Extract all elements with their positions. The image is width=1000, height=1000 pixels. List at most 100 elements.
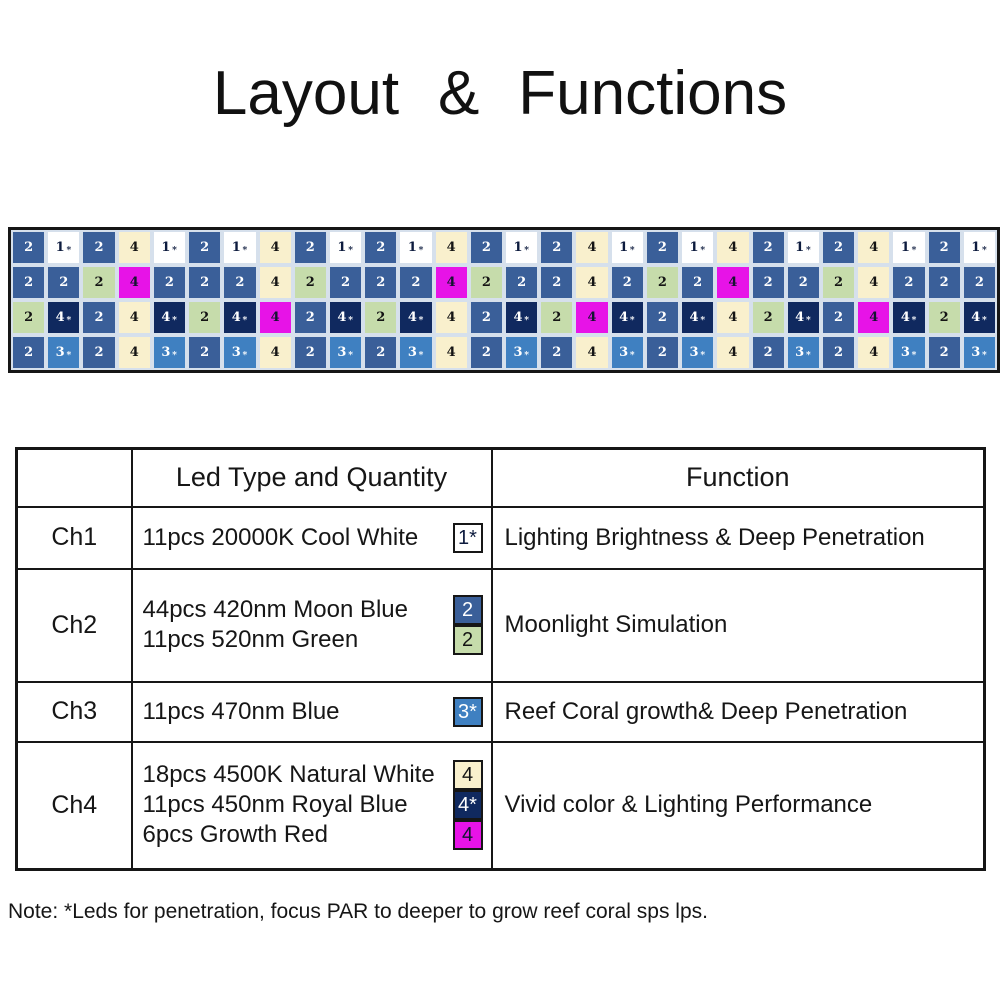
function-text: Moonlight Simulation bbox=[490, 567, 986, 683]
led-cell-label: 3 bbox=[231, 345, 241, 360]
led-cell: 2 bbox=[468, 300, 504, 335]
led-cell: 1∗ bbox=[504, 230, 540, 265]
led-cell: 2 bbox=[327, 265, 364, 300]
penetration-star-icon: ∗ bbox=[699, 314, 706, 324]
penetration-star-icon: ∗ bbox=[241, 314, 249, 324]
penetration-star-icon: ∗ bbox=[981, 244, 988, 254]
led-cell-label: 2 bbox=[657, 275, 667, 290]
led-cell-label: 4 bbox=[869, 240, 879, 255]
led-cell: 4∗ bbox=[961, 300, 997, 335]
led-cell-label: 4 bbox=[270, 275, 280, 290]
led-cell: 2 bbox=[644, 335, 681, 370]
led-cell-label: 4 bbox=[728, 345, 738, 360]
led-cell-label: 2 bbox=[834, 345, 844, 360]
led-cell: 2 bbox=[222, 265, 258, 300]
led-cell-label: 4 bbox=[270, 345, 280, 360]
led-cell-label: 1 bbox=[161, 240, 171, 255]
led-cell-label: 4 bbox=[795, 310, 805, 325]
led-cell-label: 2 bbox=[834, 310, 844, 325]
led-cell: 4 bbox=[257, 230, 293, 265]
led-cell: 2 bbox=[363, 230, 399, 265]
header-function: Function bbox=[490, 447, 986, 508]
led-cell: 4 bbox=[433, 230, 469, 265]
led-cell-label: 4 bbox=[129, 310, 139, 325]
led-cell-label: 3 bbox=[161, 345, 171, 360]
led-cell: 2 bbox=[187, 230, 223, 265]
led-cell: 4 bbox=[574, 230, 610, 265]
channel-label: Ch3 bbox=[15, 680, 133, 743]
led-cell-label: 4 bbox=[728, 240, 738, 255]
led-cell-label: 2 bbox=[904, 275, 914, 290]
led-cell: 3∗ bbox=[961, 335, 997, 370]
led-cell: 2 bbox=[11, 300, 47, 335]
led-cell: 4 bbox=[257, 300, 293, 335]
led-cell: 2 bbox=[644, 300, 681, 335]
led-cell: 3∗ bbox=[785, 335, 821, 370]
led-cell-label: 2 bbox=[94, 275, 104, 290]
led-cell-label: 3 bbox=[900, 345, 910, 360]
led-cell: 1∗ bbox=[961, 230, 997, 265]
led-cell: 3∗ bbox=[151, 335, 188, 370]
led-cell-label: 4 bbox=[728, 275, 738, 290]
footnote: Note: *Leds for penetration, focus PAR t… bbox=[8, 900, 708, 923]
led-cell-label: 2 bbox=[657, 310, 667, 325]
led-cell: 3∗ bbox=[891, 335, 927, 370]
led-cell-label: 2 bbox=[376, 275, 386, 290]
led-type-text: 11pcs 520nm Green bbox=[142, 626, 359, 653]
led-cell-label: 2 bbox=[376, 310, 386, 325]
led-cell: 2 bbox=[187, 265, 223, 300]
penetration-star-icon: ∗ bbox=[417, 244, 425, 254]
led-cell: 4 bbox=[856, 300, 892, 335]
led-cell: 2 bbox=[539, 265, 575, 300]
led-cell: 4∗ bbox=[504, 300, 540, 335]
led-cell: 2 bbox=[81, 265, 117, 300]
function-text: Reef Coral growth& Deep Penetration bbox=[490, 680, 986, 743]
led-cell: 4∗ bbox=[398, 300, 434, 335]
led-cell: 2 bbox=[468, 230, 504, 265]
led-cell-label: 2 bbox=[834, 240, 844, 255]
penetration-star-icon: ∗ bbox=[910, 349, 918, 359]
led-cell-label: 2 bbox=[305, 345, 315, 360]
led-cell: 2 bbox=[187, 300, 223, 335]
led-cell: 4 bbox=[715, 230, 751, 265]
led-cell-label: 4 bbox=[869, 345, 879, 360]
led-cell-label: 4 bbox=[900, 310, 910, 325]
led-cell-label: 1 bbox=[689, 240, 699, 255]
led-legend-chip: 2 bbox=[452, 595, 483, 625]
led-cell-label: 1 bbox=[795, 240, 805, 255]
led-cell: 1∗ bbox=[398, 230, 434, 265]
led-cell-label: 4 bbox=[971, 310, 981, 325]
led-cell: 2 bbox=[11, 335, 47, 370]
led-cell: 4 bbox=[715, 335, 751, 370]
led-cell: 2 bbox=[151, 265, 188, 300]
penetration-star-icon: ∗ bbox=[629, 244, 636, 254]
led-cell: 2 bbox=[750, 265, 786, 300]
penetration-star-icon: ∗ bbox=[171, 349, 178, 359]
led-cell: 2 bbox=[81, 335, 117, 370]
led-cell: 4 bbox=[574, 300, 610, 335]
led-cell-label: 2 bbox=[552, 310, 562, 325]
led-cell-label: 4 bbox=[587, 275, 597, 290]
led-cell: 4 bbox=[856, 335, 892, 370]
led-cell: 1∗ bbox=[222, 230, 258, 265]
led-cell-label: 1 bbox=[900, 240, 910, 255]
led-cell-label: 4 bbox=[446, 240, 456, 255]
led-legend-chip: 1* bbox=[452, 522, 483, 553]
led-cell: 4 bbox=[433, 335, 469, 370]
penetration-star-icon: ∗ bbox=[347, 349, 354, 359]
led-type-text: 44pcs 420nm Moon Blue bbox=[142, 596, 409, 623]
led-cell-label: 4 bbox=[446, 275, 456, 290]
led-cell-label: 2 bbox=[657, 345, 667, 360]
penetration-star-icon: ∗ bbox=[699, 349, 706, 359]
led-cell: 1∗ bbox=[327, 230, 364, 265]
led-cell-label: 3 bbox=[795, 345, 805, 360]
penetration-star-icon: ∗ bbox=[171, 244, 178, 254]
led-cell-label: 2 bbox=[200, 275, 210, 290]
page-title: Layout & Functions bbox=[212, 59, 788, 128]
led-cell: 4 bbox=[116, 335, 152, 370]
led-cell-label: 2 bbox=[657, 240, 667, 255]
led-cell: 4 bbox=[257, 335, 293, 370]
